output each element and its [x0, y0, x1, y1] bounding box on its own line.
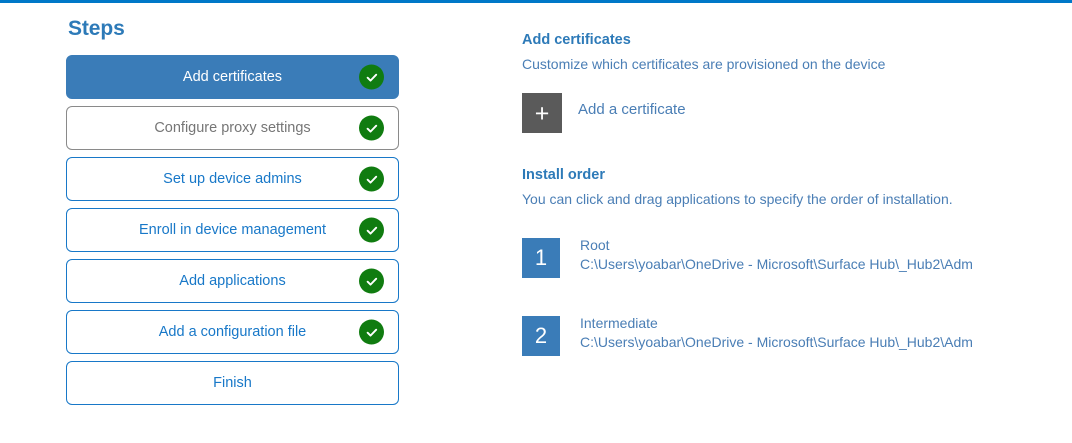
install-order-description: You can click and drag applications to s…: [522, 191, 953, 207]
order-item-name: Intermediate: [580, 315, 658, 331]
step-label: Enroll in device management: [139, 222, 326, 238]
check-circle-icon: [359, 64, 384, 90]
check-circle-icon: [359, 268, 384, 294]
step-label: Set up device admins: [163, 171, 302, 187]
step-label: Add a configuration file: [158, 324, 307, 340]
install-order-item[interactable]: 1 Root C:\Users\yoabar\OneDrive - Micros…: [522, 236, 1022, 278]
step-label: Add applications: [179, 273, 286, 289]
install-order-section: Install order You can click and drag app…: [522, 166, 1022, 356]
install-order-heading: Install order: [522, 167, 605, 183]
step-item-add-certificates[interactable]: Add certificates: [66, 55, 399, 99]
plus-glyph: +: [534, 99, 550, 128]
order-item-path: C:\Users\yoabar\OneDrive - Microsoft\Sur…: [580, 334, 973, 350]
detail-description: Customize which certificates are provisi…: [522, 56, 886, 72]
add-certificate-label: Add a certificate: [578, 101, 686, 118]
order-item-text: Root C:\Users\yoabar\OneDrive - Microsof…: [580, 236, 1010, 274]
step-item-set-up-device-admins[interactable]: Set up device admins: [66, 157, 399, 201]
step-label: Add certificates: [182, 69, 283, 85]
step-item-finish[interactable]: Finish: [66, 361, 399, 405]
step-item-add-applications[interactable]: Add applications: [66, 259, 399, 303]
order-number-badge: 2: [522, 316, 560, 356]
step-label: Finish: [213, 375, 252, 391]
order-item-path: C:\Users\yoabar\OneDrive - Microsoft\Sur…: [580, 256, 973, 272]
detail-heading: Add certificates: [522, 32, 631, 48]
check-circle-icon: [359, 115, 384, 141]
steps-title: Steps: [68, 17, 125, 40]
top-accent-bar: [0, 0, 1072, 3]
check-circle-icon: [359, 319, 384, 345]
add-certificate-button[interactable]: + Add a certificate: [522, 93, 722, 133]
step-item-enroll-in-device-management[interactable]: Enroll in device management: [66, 208, 399, 252]
check-circle-icon: [359, 217, 384, 243]
install-order-list: 1 Root C:\Users\yoabar\OneDrive - Micros…: [522, 236, 1022, 356]
order-item-name: Root: [580, 237, 610, 253]
step-item-configure-proxy-settings[interactable]: Configure proxy settings: [66, 106, 399, 150]
plus-icon: +: [522, 93, 562, 133]
step-item-add-a-configuration-file[interactable]: Add a configuration file: [66, 310, 399, 354]
install-order-item[interactable]: 2 Intermediate C:\Users\yoabar\OneDrive …: [522, 314, 1022, 356]
order-item-text: Intermediate C:\Users\yoabar\OneDrive - …: [580, 314, 1010, 352]
step-label: Configure proxy settings: [154, 120, 311, 136]
check-circle-icon: [359, 166, 384, 192]
order-number-badge: 1: [522, 238, 560, 278]
detail-panel: Add certificates Customize which certifi…: [522, 31, 1022, 394]
steps-panel: Steps Add certificates Configure proxy s…: [66, 17, 406, 412]
page-content: Steps Add certificates Configure proxy s…: [0, 3, 1072, 443]
